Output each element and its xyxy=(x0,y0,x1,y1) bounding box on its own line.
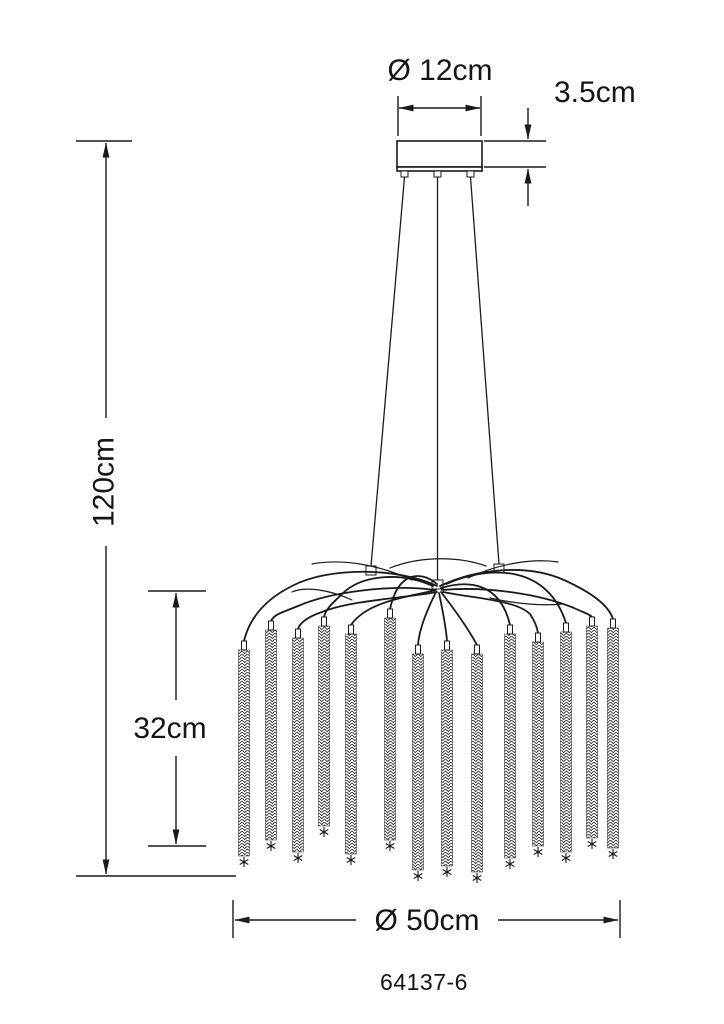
branch-frame xyxy=(243,558,614,646)
crystal-strand xyxy=(384,608,396,852)
body-diameter-label: Ø 50cm xyxy=(374,904,479,937)
crystal-strand xyxy=(532,632,544,858)
model-number: 64137-6 xyxy=(380,969,468,995)
dim-strand-length: 32cm xyxy=(133,590,207,847)
crystal-strand xyxy=(471,644,483,884)
strand-length-label: 32cm xyxy=(133,712,206,745)
crystal-strands xyxy=(238,608,619,884)
ceiling-canopy xyxy=(396,140,483,178)
canopy-height-label: 3.5cm xyxy=(554,76,636,109)
crystal-strand xyxy=(238,640,250,868)
suspension-wires xyxy=(365,176,505,590)
crystal-strand xyxy=(265,620,277,852)
dim-canopy-diameter: Ø 12cm xyxy=(387,54,493,136)
crystal-strand xyxy=(586,616,598,850)
overall-drop-label: 120cm xyxy=(88,437,121,527)
canopy-diameter-label: Ø 12cm xyxy=(387,54,492,87)
crystal-strand xyxy=(504,624,516,870)
crystal-strand xyxy=(560,622,572,864)
crystal-strand xyxy=(441,640,453,878)
dim-overall-drop: 120cm xyxy=(76,140,236,877)
dim-body-diameter: Ø 50cm xyxy=(232,900,621,938)
crystal-strand xyxy=(292,628,304,864)
dim-canopy-height: 3.5cm xyxy=(484,76,636,206)
crystal-strand xyxy=(318,616,330,838)
crystal-strand xyxy=(412,644,424,882)
crystal-strand xyxy=(607,618,619,860)
crystal-strand xyxy=(345,624,357,866)
